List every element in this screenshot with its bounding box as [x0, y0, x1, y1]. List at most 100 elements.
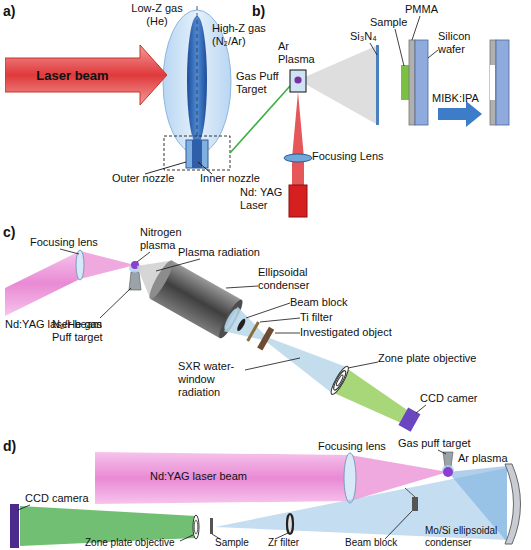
leader-line: [438, 450, 446, 454]
arrow-shape: Laser beam: [5, 45, 167, 105]
part-label: Nd: YAG Laser: [240, 186, 286, 212]
laser-beam: [292, 92, 304, 185]
part-label: Gas puff target: [398, 437, 471, 450]
silicon-wafer: [415, 40, 428, 125]
part-label: Ellipsoidal condenser: [258, 266, 320, 292]
leader-line: [370, 43, 377, 55]
leader-line: [385, 511, 412, 539]
part-label: Focusing Lens: [312, 150, 384, 163]
leader-line: [60, 249, 79, 254]
laser-head: [289, 185, 307, 217]
panel-letter: d): [3, 438, 16, 455]
part-label: Beam block: [290, 296, 347, 309]
outer-nozzle: [186, 140, 208, 168]
object: [257, 327, 274, 351]
gas-nozzle: [443, 452, 453, 467]
sample: [401, 65, 409, 100]
condenser-end: [146, 258, 176, 301]
arrow-body: [5, 45, 167, 105]
part-label: SXR water-window radiation: [178, 360, 246, 399]
leader-line: [428, 50, 438, 58]
zoom-box: [164, 136, 230, 170]
part-label: Zone plate objective: [85, 537, 175, 549]
part-label: Outer nozzle: [112, 172, 174, 185]
part-label: Nd:YAG laser beam: [150, 470, 247, 483]
leader-line: [275, 333, 300, 334]
part-label: CCD camera: [25, 492, 89, 505]
laser-cone: [80, 251, 135, 279]
si3n4-membrane: [376, 45, 379, 125]
panel-letter: c): [3, 224, 15, 241]
ti-filter: [246, 321, 259, 342]
part-label: CCD camer: [420, 392, 477, 405]
beam-block-rod: [405, 488, 415, 497]
leader-line: [18, 505, 30, 510]
leader-line: [226, 286, 258, 288]
part-label: Mo/Si ellipsoidal condenser: [425, 525, 505, 549]
leader-line: [412, 16, 420, 40]
part-label: MIBK:IPA: [432, 92, 479, 105]
part-label: Low-Z gas (He): [128, 2, 186, 28]
leader-line: [416, 405, 426, 413]
part-label: Zone plate objective: [378, 352, 476, 365]
part-label: PMMA: [405, 3, 438, 16]
mo-si-condenser: [505, 464, 521, 544]
zone-ring: [332, 369, 348, 391]
leader-line: [245, 358, 300, 370]
imaging-train: [126, 247, 426, 442]
beam-block: [412, 497, 418, 511]
focusing-lens: [284, 154, 312, 162]
axis-line: [197, 6, 198, 150]
pmma-layer: [409, 40, 415, 125]
part-label: Si₃N₄: [350, 30, 377, 43]
part-label: High-Z gas (N₂/Ar): [212, 22, 272, 48]
part-label: Gas Puff Target: [236, 70, 286, 96]
node-text: Laser beam: [5, 45, 140, 105]
part-label: Beam block: [345, 537, 397, 549]
leader-line: [246, 303, 290, 318]
focusing-lens: [76, 250, 84, 280]
part-label: N₂/He gas Puff target: [52, 318, 114, 344]
part-label: Sample: [215, 537, 249, 549]
part-label: Focusing lens: [30, 236, 98, 249]
part-label: Ti filter: [300, 311, 333, 324]
process-arrow: [438, 101, 482, 127]
part-label: Silicon wafer: [438, 30, 482, 56]
part-label: Ar Plasma: [278, 40, 318, 66]
part-label: Inner nozzle: [200, 172, 260, 185]
focusing-lens: [344, 453, 356, 503]
panel-letter: b): [252, 3, 265, 20]
plasma: [443, 467, 453, 477]
ccd-camera: [10, 504, 19, 548]
leader-line: [137, 252, 150, 262]
panel-letter: a): [3, 3, 15, 20]
laser-beam: [95, 452, 350, 504]
part-label: Investigated object: [300, 326, 392, 339]
gas-nozzle: [129, 272, 141, 290]
zone-ring: [335, 374, 344, 386]
part-label: Sample: [370, 16, 407, 29]
leader-line: [180, 535, 193, 541]
sample: [210, 518, 213, 534]
pmma-layer: [490, 40, 496, 125]
gas-puff-target: [290, 70, 306, 92]
plasma: [294, 76, 301, 83]
part-label: Focusing lens: [318, 440, 386, 453]
part-label: Ar plasma: [458, 452, 508, 465]
developed-pattern: [490, 65, 495, 100]
ccd-camera: [398, 407, 420, 431]
leader-line: [100, 288, 131, 318]
leader-line: [395, 29, 404, 66]
leader-line: [260, 318, 300, 322]
leader-line: [348, 362, 378, 368]
zone-plate: [193, 515, 199, 539]
laser-beam: [5, 251, 80, 316]
beam-block: [236, 318, 247, 333]
zone-plate: [328, 364, 351, 396]
link-line: [230, 86, 290, 153]
zone-ring: [194, 520, 198, 534]
silicon-wafer: [496, 40, 509, 125]
part-label: Plasma radiation: [178, 246, 260, 259]
leader-line: [156, 259, 200, 271]
